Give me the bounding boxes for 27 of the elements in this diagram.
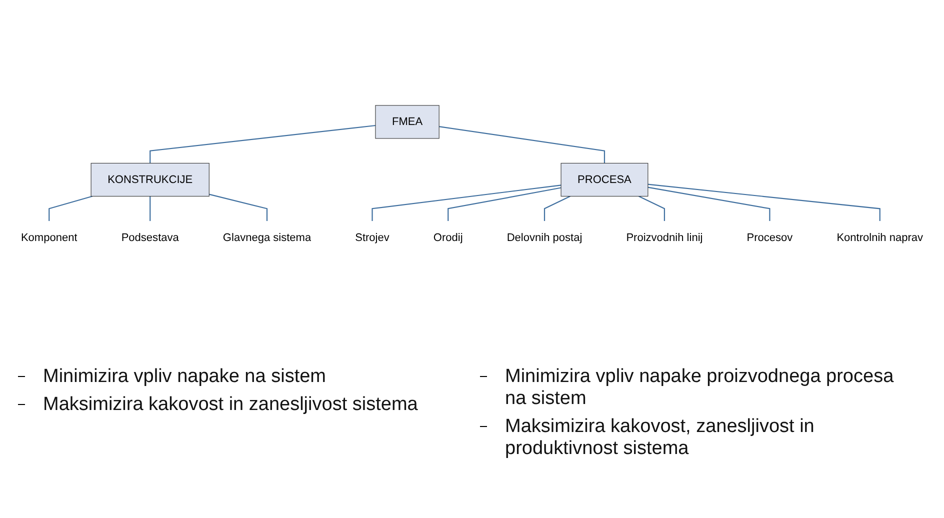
connector bbox=[638, 196, 665, 222]
node-text: Glavnega sistema bbox=[222, 232, 312, 244]
connector bbox=[209, 194, 268, 222]
bullet-text: Maksimizira kakovost in zanesljivost sistema bbox=[43, 394, 418, 416]
connector bbox=[48, 196, 93, 222]
node-text: Strojev bbox=[355, 232, 390, 244]
connector bbox=[648, 187, 770, 222]
node-box: FMEA bbox=[375, 105, 440, 139]
node-text: Delovnih postaj bbox=[506, 232, 582, 244]
bullet-text: Minimizira vpliv napake proizvodnega procesa na sistem bbox=[505, 366, 895, 410]
bullet-text: Minimizira vpliv napake na sistem bbox=[43, 366, 326, 388]
node-text: Podsestava bbox=[121, 232, 179, 244]
connector bbox=[544, 196, 570, 222]
connector bbox=[150, 125, 376, 164]
bullet-text: Maksimizira kakovost, zanesljivost in produktivnost sistema bbox=[505, 416, 816, 460]
connector bbox=[150, 196, 151, 222]
connector bbox=[439, 126, 606, 164]
connector bbox=[448, 187, 562, 222]
node-text: Orodij bbox=[433, 232, 463, 244]
node-text: Komponent bbox=[20, 232, 78, 244]
node-text: Procesov bbox=[746, 232, 793, 244]
connector bbox=[372, 184, 562, 222]
node-box: KONSTRUKCIJE bbox=[90, 163, 210, 197]
node-box: PROCESA bbox=[560, 163, 648, 197]
connector bbox=[648, 184, 880, 222]
node-text: Kontrolnih naprav bbox=[836, 232, 924, 244]
node-text: Proizvodnih linij bbox=[626, 232, 703, 244]
